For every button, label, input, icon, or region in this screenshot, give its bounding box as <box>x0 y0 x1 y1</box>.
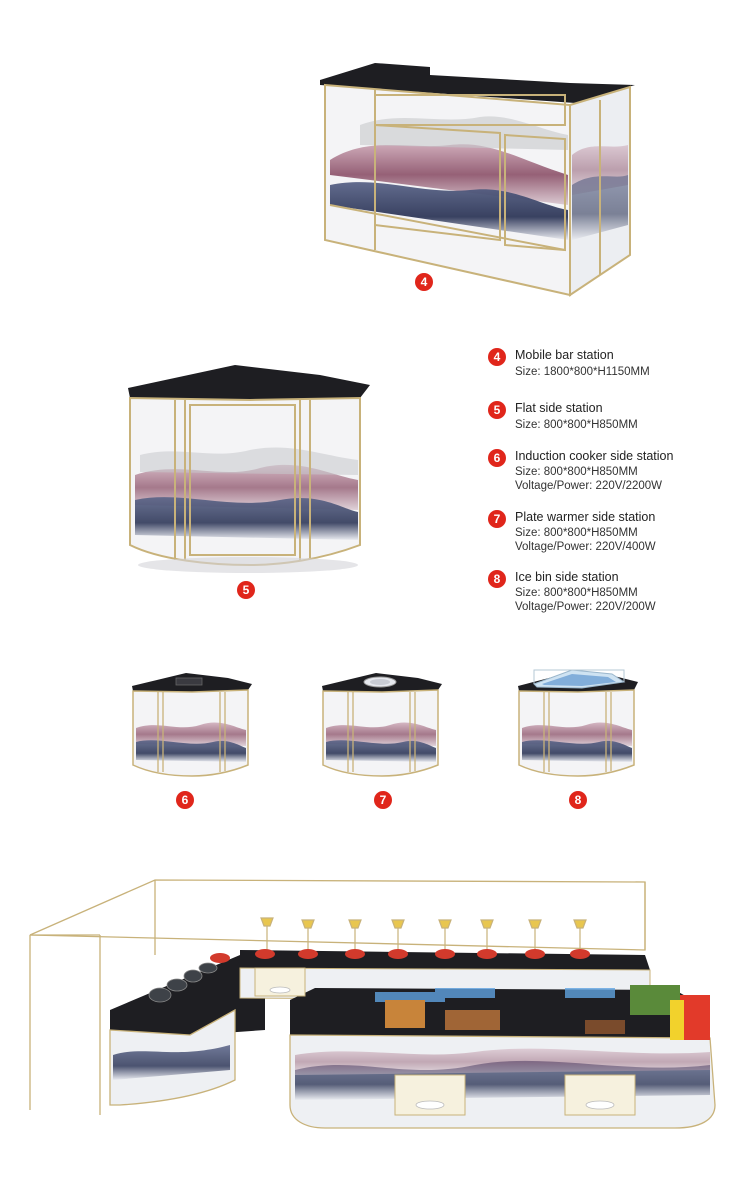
spec-line: Size: 800*800*H850MM <box>515 587 638 599</box>
spec-name: Mobile bar station <box>515 348 614 362</box>
badge-7: 7 <box>374 791 392 809</box>
ice-bin-side-station-image <box>518 669 638 777</box>
spec-line: Size: 800*800*H850MM <box>515 466 638 478</box>
spec-line: Voltage/Power: 220V/200W <box>515 601 656 613</box>
spec-name: Flat side station <box>515 401 603 415</box>
spec-badge-5: 5 <box>488 401 506 419</box>
buffet-layout-render <box>29 879 716 1129</box>
spec-line: Size: 1800*800*H1150MM <box>515 366 650 378</box>
badge-5: 5 <box>237 581 255 599</box>
badge-6: 6 <box>176 791 194 809</box>
mobile-bar-station-image <box>320 63 635 297</box>
spec-name: Ice bin side station <box>515 570 619 584</box>
spec-line: Size: 800*800*H850MM <box>515 527 638 539</box>
spec-name: Induction cooker side station <box>515 449 674 463</box>
badge-4: 4 <box>415 273 433 291</box>
plate-warmer-side-station-image <box>322 673 442 777</box>
spec-line: Voltage/Power: 220V/2200W <box>515 480 663 492</box>
spec-line: Voltage/Power: 220V/400W <box>515 541 656 553</box>
spec-badge-4: 4 <box>488 348 506 366</box>
spec-badge-7: 7 <box>488 510 506 528</box>
spec-badge-8: 8 <box>488 570 506 588</box>
badge-8: 8 <box>569 791 587 809</box>
flat-side-station-image <box>128 365 370 573</box>
spec-name: Plate warmer side station <box>515 510 656 524</box>
spec-badge-6: 6 <box>488 449 506 467</box>
induction-cooker-side-station-image <box>132 673 252 777</box>
spec-line: Size: 800*800*H850MM <box>515 419 638 431</box>
